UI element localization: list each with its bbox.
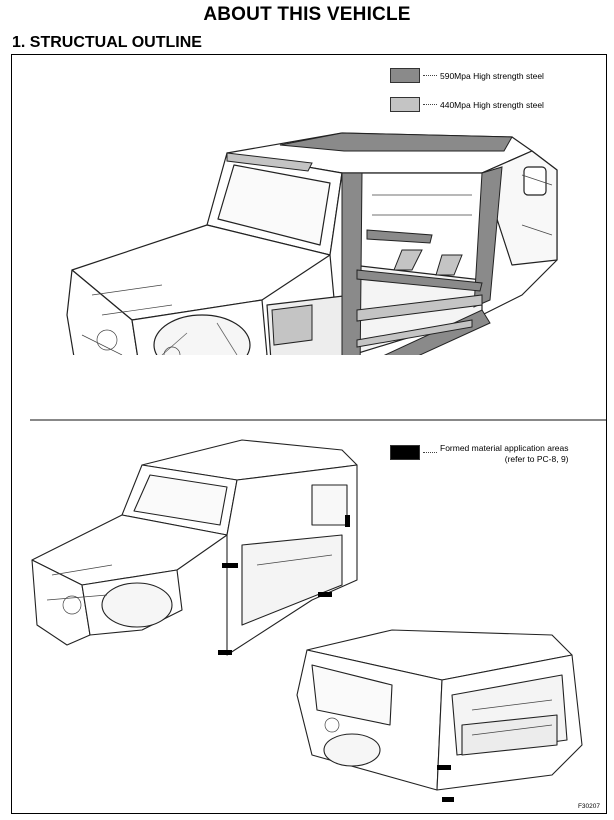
swatch-440mpa	[390, 97, 420, 112]
legend-formed-material-line1: Formed material application areas	[440, 443, 569, 453]
leader-line	[423, 75, 437, 76]
formed-material-areas-front	[218, 515, 350, 655]
formed-material-areas-rear	[437, 765, 454, 802]
swatch-formed-material	[390, 445, 420, 460]
legend-590mpa: 590Mpa High strength steel	[390, 68, 544, 83]
legend-590mpa-label: 590Mpa High strength steel	[440, 70, 544, 81]
swatch-590mpa	[390, 68, 420, 83]
legend-formed-material-label: Formed material application areas (refer…	[440, 443, 569, 465]
front-wheelhouse	[153, 314, 251, 355]
steel-440mpa-members	[226, 152, 483, 348]
legend-440mpa-label: 440Mpa High strength steel	[440, 99, 544, 110]
legend-440mpa: 440Mpa High strength steel	[390, 97, 544, 112]
section-heading: 1. STRUCTUAL OUTLINE	[12, 34, 202, 51]
leader-line	[423, 452, 437, 453]
body-shell-rear-view	[296, 629, 583, 791]
section-divider	[30, 419, 606, 421]
leader-line	[423, 104, 437, 105]
page-title: ABOUT THIS VEHICLE	[203, 4, 411, 25]
legend-formed-material: Formed material application areas (refer…	[390, 443, 569, 465]
figure-code: F30207	[577, 803, 600, 810]
legend-formed-material-line2: (refer to PC-8, 9)	[504, 454, 569, 464]
body-structure-illustration-upper	[66, 132, 558, 355]
rear-quarter-window	[523, 166, 547, 196]
figure-frame: 590Mpa High strength steel 440Mpa High s…	[11, 54, 607, 814]
formed-material-illustrations	[31, 439, 583, 802]
body-shell-front-view	[31, 439, 358, 656]
